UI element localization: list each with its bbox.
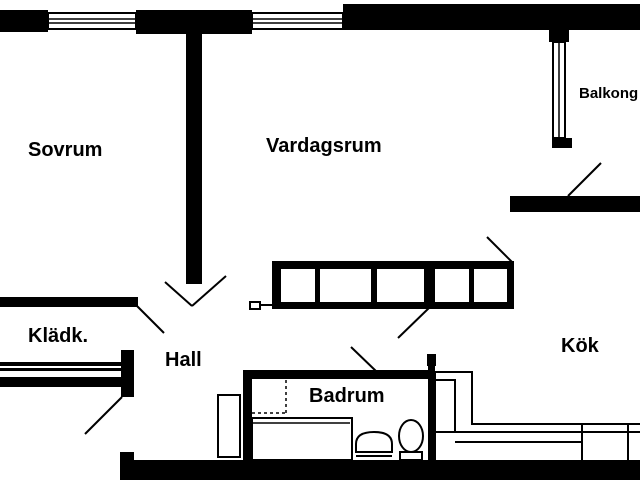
toilet <box>398 419 424 461</box>
room-label-sovrum: Sovrum <box>28 139 103 161</box>
room-label-hall: Hall <box>165 349 202 371</box>
bathtub <box>251 380 353 461</box>
wall-kladk-top <box>0 297 138 307</box>
wall-badrum-left <box>243 372 252 464</box>
sink <box>355 430 393 457</box>
kitchen-counter <box>434 371 640 460</box>
room-label-vardagsrum: Vardagsrum <box>266 135 382 157</box>
kladk-bottom-wall <box>0 350 134 397</box>
room-label-kok: Kök <box>561 335 599 357</box>
wall-sovrum-vardagsrum <box>186 32 202 284</box>
bottom-wall <box>120 460 640 480</box>
wall-badrum-right <box>428 364 435 464</box>
room-label-balkong: Balkong <box>579 85 639 102</box>
door-swing <box>397 306 431 339</box>
wall-vardagsrum-kok <box>510 196 640 212</box>
window-vardagsrum <box>251 12 344 30</box>
door-swing <box>350 346 379 374</box>
washing-machine <box>217 394 241 458</box>
window-sovrum <box>47 12 137 30</box>
door-sovrum <box>164 275 227 307</box>
wall-post <box>427 354 436 366</box>
room-label-kladk: Klädk. <box>28 325 89 347</box>
door-swing <box>84 396 123 435</box>
bottom-wall-end <box>120 452 134 464</box>
top-wall <box>0 4 640 34</box>
wall-badrum-top <box>243 370 430 379</box>
door-swing <box>136 305 165 334</box>
door-swing <box>486 236 513 263</box>
door-swing <box>567 162 602 197</box>
balcony-door <box>549 26 572 148</box>
room-label-badrum: Badrum <box>309 385 385 407</box>
shelf-unit <box>249 261 514 310</box>
